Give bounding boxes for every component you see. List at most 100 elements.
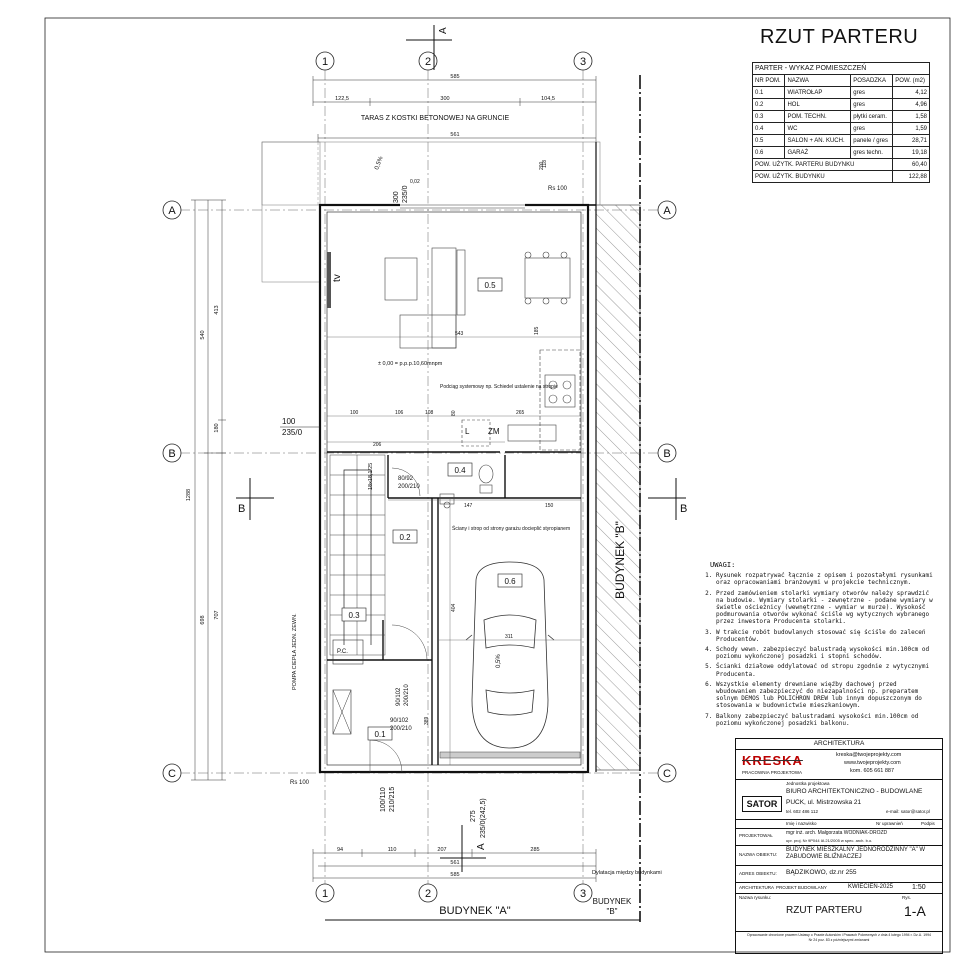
svg-text:3: 3: [580, 56, 586, 68]
dim-100: 100: [350, 410, 359, 416]
entrance-door-swing: [369, 739, 403, 773]
svg-text:2: 2: [425, 56, 431, 68]
dim-top-2: 300: [440, 96, 449, 102]
wc-fixtures: [439, 464, 494, 509]
kreska-logo-sub: PRACOWNIA PROJEKTOWA: [742, 770, 803, 775]
zm-label: ZM: [488, 427, 500, 436]
window-label-sill: 235/0: [282, 428, 303, 437]
axis-bubble-b-right: B: [657, 443, 677, 463]
dim-265: 265: [516, 410, 525, 416]
building-b-label-bottom-2: "B": [606, 907, 617, 916]
door-label-wc-h: 200/210: [398, 484, 420, 490]
door-label-entrance-h: 210/215: [389, 787, 396, 812]
building-b-label-bottom: BUDYNEK: [593, 897, 632, 906]
dim-overall-bottom: 585: [450, 872, 459, 878]
list-item: Wszystkie elementy drewniane więźby dach…: [716, 681, 936, 710]
dim-389: 389: [424, 716, 430, 725]
dim-top-3: 104,5: [541, 96, 555, 102]
dim-inner-top: 561: [450, 132, 459, 138]
address-label: ADRES OBIEKTU:: [739, 871, 777, 876]
dim-total-height: 1288: [186, 489, 192, 501]
dim-707: 707: [214, 610, 220, 619]
dim-top-1: 122,5: [335, 96, 349, 102]
designer-rights: upr. proj. Nr 9P044 IA 21/2005 w spec. a…: [786, 838, 873, 843]
heat-pump-box: [332, 639, 364, 665]
list-item: Balkony zabezpieczyć balustradami wysoko…: [716, 713, 936, 727]
rooms-table-header: NR POM. NAZWA POSADZKA POW. (m2): [751, 74, 930, 87]
wc-door-swing: [391, 467, 421, 497]
drawing-label: Nazwa rysunku:: [739, 895, 772, 900]
object-label: NAZWA OBIEKTU:: [739, 852, 778, 857]
room-label-0-3: 0.3: [341, 607, 367, 622]
drawing-name: RZUT PARTERU: [786, 905, 863, 916]
dim-235: 235/0: [402, 185, 409, 203]
dim-235-242: 235/0(242,5): [480, 798, 487, 838]
level-label: ± 0,00 = p.p.p.10,60mnpm: [378, 361, 443, 367]
rs-label-bottom: Rs 100: [290, 780, 310, 786]
rooms-table: PARTER - WYKAZ POMIESZCZEŃ NR POM. NAZWA…: [751, 62, 930, 183]
svg-text:0.6: 0.6: [504, 577, 516, 586]
object-name: BUDYNEK MIESZKALNY JEDNORODZINNY "A" W Z…: [786, 847, 926, 860]
company-name: BIURO ARCHITEKTONICZNO - BUDOWLANE: [786, 788, 923, 795]
section-label-a-bottom: A: [476, 843, 487, 850]
tech-cabinet: [332, 689, 352, 735]
building-a-label: BUDYNEK "A": [439, 905, 510, 917]
svg-text:B: B: [168, 448, 175, 460]
branch-label: ARCHITEKTURA: [739, 885, 775, 890]
dim-bottom-2: 110: [388, 847, 397, 853]
axis-bubble-a-left: A: [162, 200, 182, 220]
company-tel: tel. 602 486 112: [786, 809, 818, 814]
door-label-wc: 80/92: [398, 476, 414, 482]
tv-label: tv: [332, 274, 343, 282]
axis-bubble-2-top: 2: [418, 51, 438, 71]
axis-bubble-3-top: 3: [573, 51, 593, 71]
room-label-0-4: 0.4: [447, 462, 473, 477]
svg-text:0.1: 0.1: [374, 730, 386, 739]
svg-text:1: 1: [322, 888, 328, 900]
title-block-branch: ARCHITEKTURA: [813, 740, 865, 747]
unit-label: Jednostka projektowa: [786, 781, 830, 786]
bottom-dimensions: [312, 849, 597, 882]
stairs-label: 18x18,1/25: [368, 463, 374, 490]
dim-311: 311: [505, 634, 513, 640]
terrace-label: TARAS Z KOSTKI BETONOWEJ NA GRUNCIE: [361, 115, 510, 122]
building-b-hatch: [595, 204, 641, 771]
section-marker-b-left: [236, 478, 274, 520]
dim-bottom-3: 207: [437, 847, 446, 853]
dim-543: 543: [455, 331, 464, 337]
dim-150: 150: [545, 503, 554, 509]
section-label-b-left: B: [238, 503, 245, 515]
interior-walls: [327, 451, 581, 765]
dim-overall-top: 585: [450, 74, 459, 80]
svg-text:C: C: [168, 768, 176, 780]
list-item: Przed zamówieniem stolarki wymiary otwor…: [716, 590, 936, 626]
section-marker-b-right: [648, 478, 686, 520]
contact-web: www.twojeprojekty.com: [844, 760, 901, 766]
svg-text:A: A: [168, 205, 176, 217]
col-rights: Nr uprawnień: [876, 821, 903, 826]
col-sign: Podpis: [921, 821, 935, 826]
dim-180: 180: [214, 423, 220, 432]
list-item: Schody wewn. zabezpieczyć balustradą wys…: [716, 646, 936, 660]
svg-text:2: 2: [425, 888, 431, 900]
svg-text:0.3: 0.3: [348, 611, 360, 620]
dim-206: 206: [373, 442, 382, 448]
company-email: e-mail: sator@sator.pl: [886, 809, 930, 814]
room-label-0-6: 0.6: [497, 573, 523, 588]
dim-200: 200: [539, 161, 545, 170]
staircase: [329, 454, 386, 656]
section-label-a-top: A: [438, 27, 449, 34]
door-label-garage: 90/102: [390, 718, 409, 724]
list-item: Rysunek rozpatrywać łącznie z opisem i p…: [716, 572, 936, 586]
tv-unit: [327, 252, 331, 308]
date-label: KWIECIEŃ-2025: [848, 884, 894, 890]
dim-147: 147: [464, 503, 473, 509]
company-address: PUCK, ul. Mistrzowska 21: [786, 799, 862, 806]
l-label: L: [465, 427, 470, 436]
list-item: Ścianki działowe oddylatować od stropu z…: [716, 663, 936, 677]
door-label-hall-h: 200/210: [404, 684, 410, 706]
living-room-furniture: [384, 247, 581, 451]
